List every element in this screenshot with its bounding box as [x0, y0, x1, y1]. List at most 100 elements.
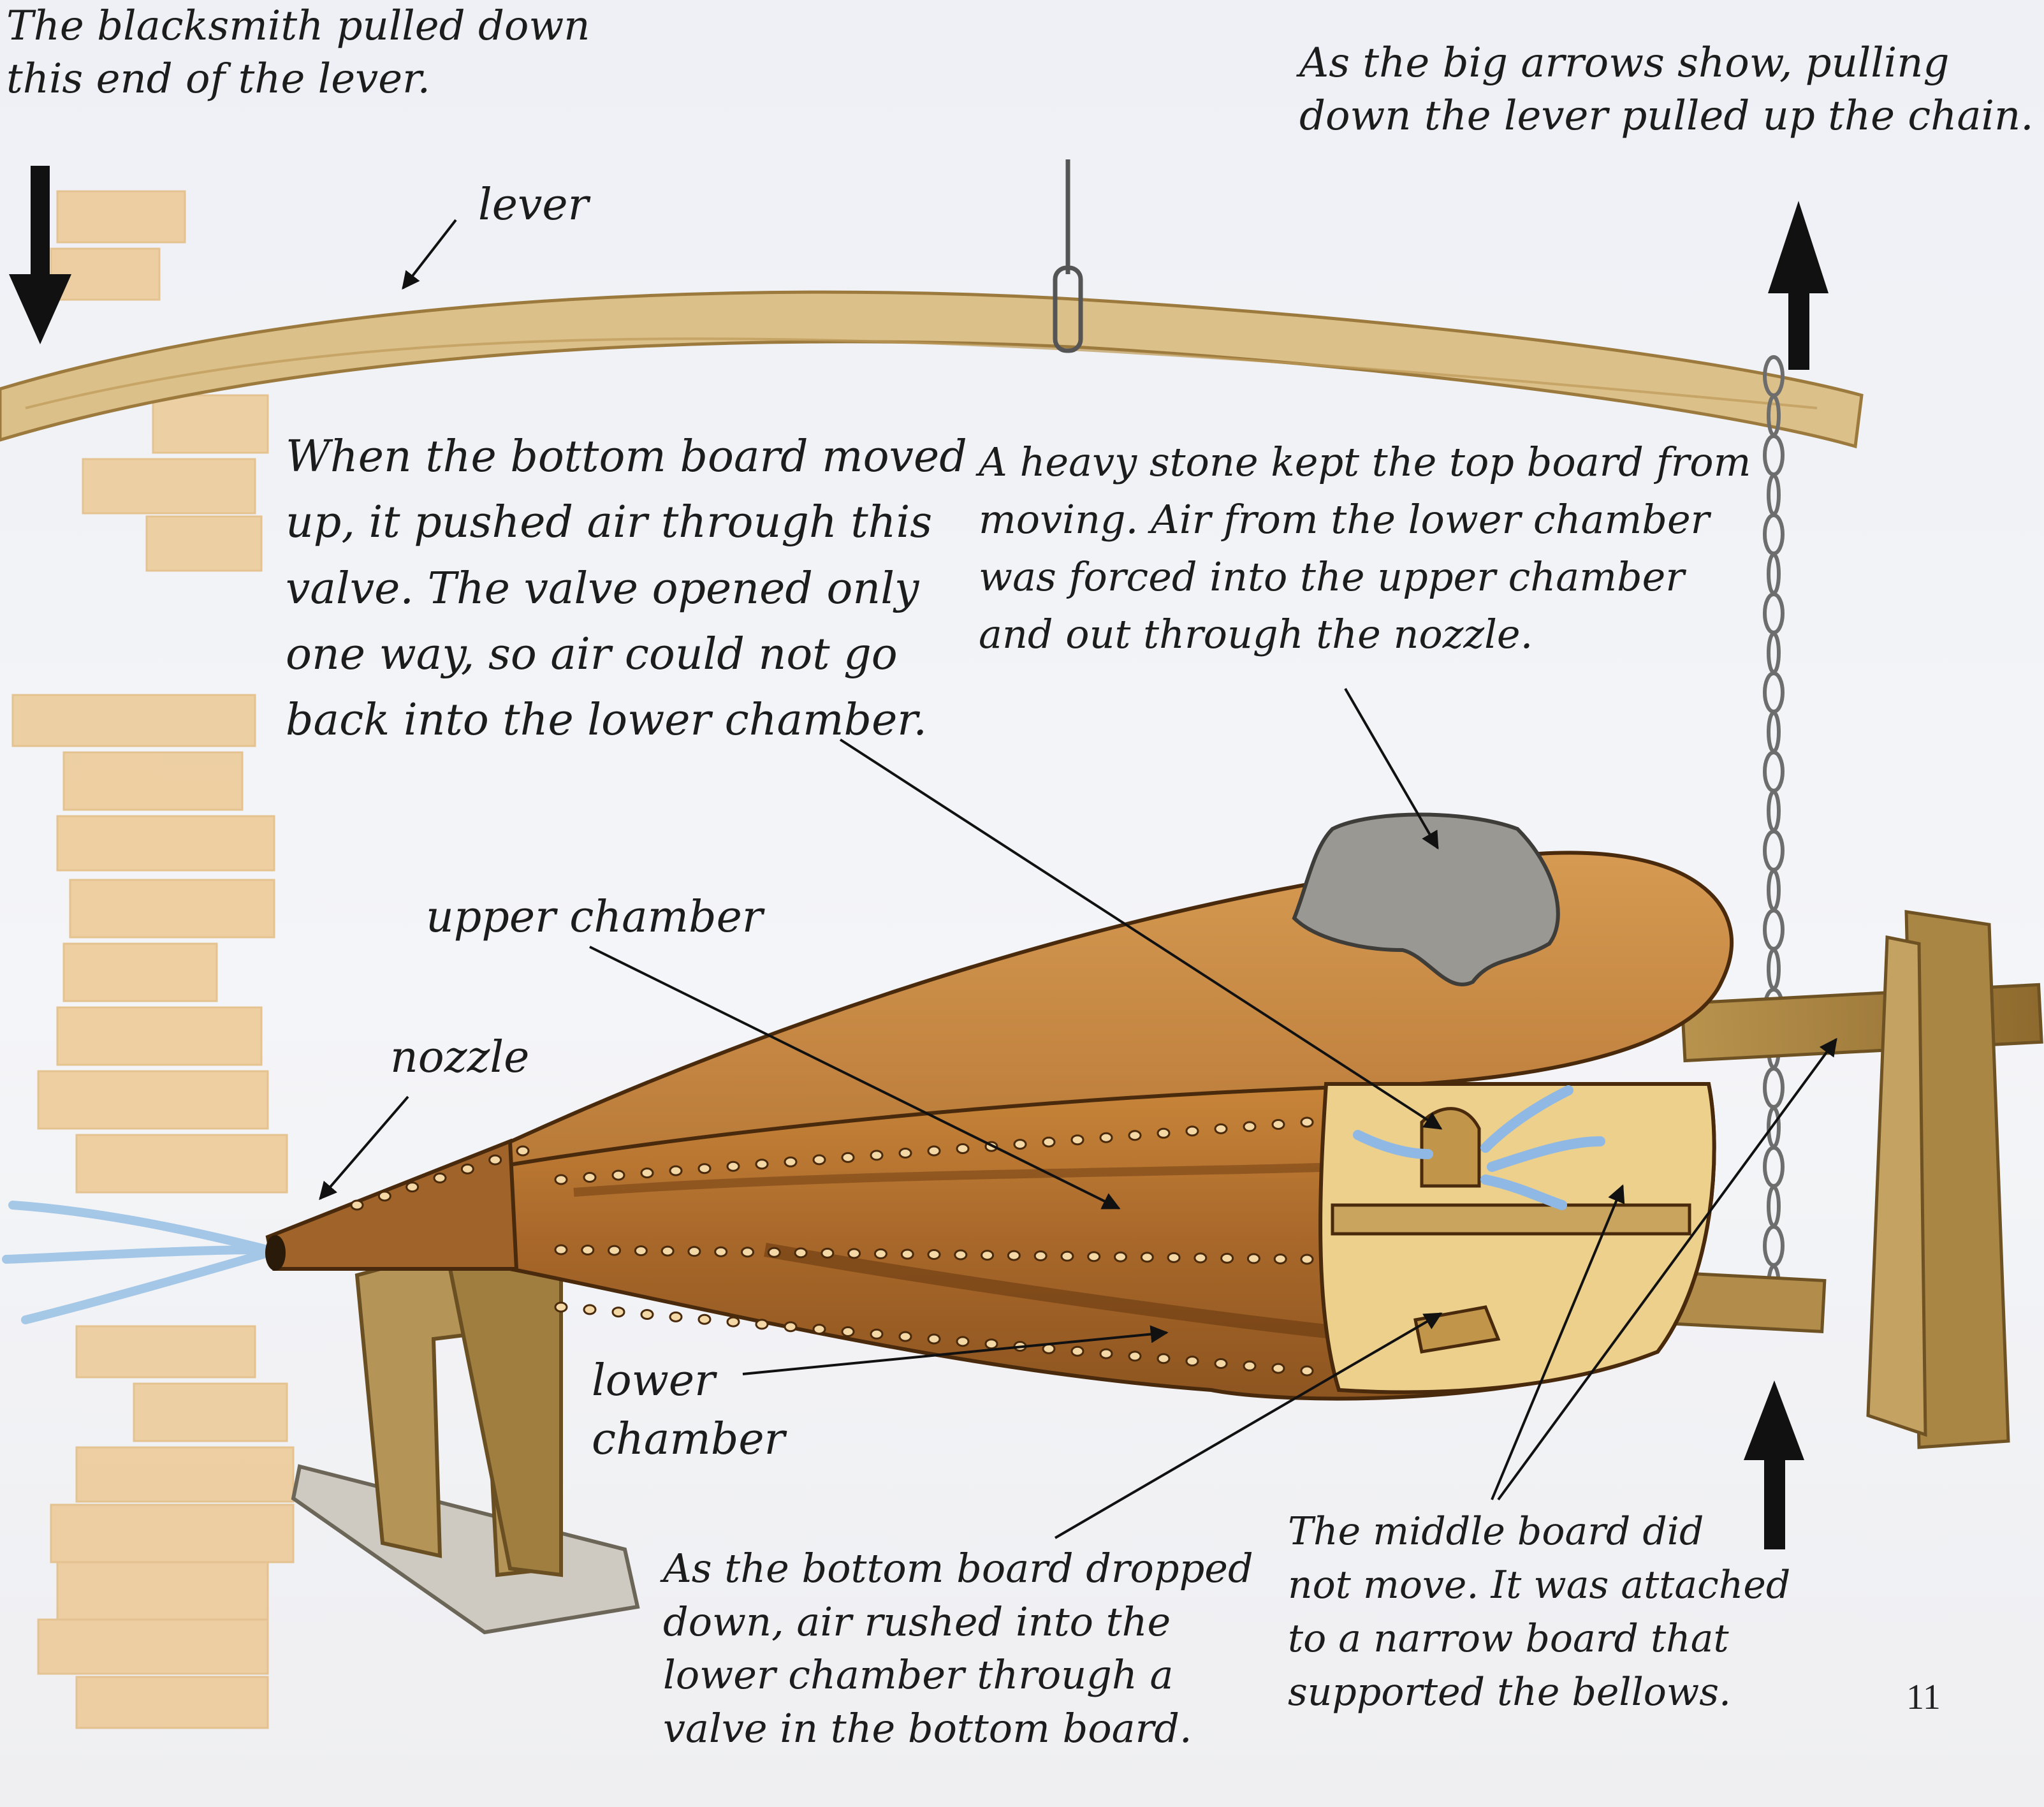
rivet	[687, 1246, 701, 1257]
chain-link	[1767, 1185, 1781, 1227]
air-blast	[2, 1201, 272, 1324]
rivet	[634, 1245, 648, 1257]
caption-line: this end of the lever.	[6, 55, 430, 103]
rivet	[1167, 1252, 1181, 1263]
caption-bottom-board-up: When the bottom board moved up, it pushe…	[286, 424, 967, 754]
caption-line: The middle board did	[1288, 1509, 1704, 1554]
rivet	[870, 1150, 884, 1161]
label-nozzle: nozzle	[390, 1032, 530, 1083]
chain-link	[1763, 750, 1785, 793]
caption-line: down, air rushed into the	[663, 1598, 1171, 1645]
rivet	[1013, 1139, 1027, 1150]
rivet	[460, 1163, 474, 1174]
caption-line: back into the lower chamber.	[286, 695, 927, 746]
label-lower-chamber: lower chamber	[592, 1352, 785, 1469]
caption-heavy-stone: A heavy stone kept the top board from mo…	[979, 434, 1751, 663]
label-line: chamber	[592, 1414, 785, 1465]
rivet	[812, 1324, 826, 1335]
rivet	[841, 1152, 855, 1163]
rivet	[661, 1245, 675, 1257]
up-arrow-right-top	[1768, 201, 1829, 370]
rivet	[1300, 1116, 1314, 1128]
up-arrow-right-bottom	[1744, 1380, 1804, 1549]
rivet	[870, 1328, 884, 1340]
rivet	[554, 1244, 568, 1255]
rivet	[1099, 1348, 1113, 1359]
caption-line: valve in the bottom board.	[663, 1705, 1192, 1752]
rivet	[516, 1145, 530, 1157]
rivet	[847, 1248, 861, 1259]
chain-link	[1763, 909, 1785, 951]
rivet	[697, 1313, 712, 1325]
caption-line: The blacksmith pulled down	[6, 3, 590, 50]
rivet	[405, 1182, 420, 1193]
rivet	[669, 1165, 683, 1176]
caption-line: lower chamber through a	[663, 1651, 1174, 1699]
caption-line: A heavy stone kept the top board from	[979, 439, 1751, 485]
rivet	[794, 1247, 808, 1259]
label-lever: lever	[478, 180, 589, 230]
chain	[1763, 355, 1785, 1306]
caption-line: to a narrow board that	[1288, 1616, 1729, 1661]
rivet	[1271, 1363, 1285, 1374]
caption-line: moving. Air from the lower chamber	[979, 495, 1710, 543]
rivet	[1157, 1127, 1171, 1139]
chain-link	[1763, 1067, 1785, 1109]
chain-link	[1767, 711, 1781, 753]
rivet	[1300, 1365, 1314, 1377]
pivot-hook	[1053, 159, 1083, 353]
rivet	[981, 1250, 995, 1261]
caption-bottom-board-down: As the bottom board dropped down, air ru…	[663, 1542, 1253, 1755]
rivet	[873, 1248, 887, 1259]
chain-link	[1763, 830, 1785, 872]
chain-link	[1763, 1225, 1785, 1267]
rivet	[900, 1248, 914, 1260]
chain-link	[1767, 474, 1781, 516]
caption-line: supported the bellows.	[1288, 1670, 1732, 1715]
rivet	[984, 1338, 998, 1350]
rivet	[1185, 1125, 1199, 1137]
rivet	[1099, 1132, 1113, 1143]
rivet	[583, 1304, 597, 1315]
rivet	[1220, 1252, 1234, 1264]
leader-lines	[319, 219, 1837, 1539]
rivet	[1033, 1250, 1048, 1262]
bellows-body	[265, 851, 1734, 1401]
support-post	[1642, 910, 2043, 1449]
rivet	[581, 1245, 595, 1256]
rivet	[767, 1247, 781, 1258]
rivet	[927, 1333, 941, 1345]
rivet	[611, 1169, 625, 1181]
rivet	[1214, 1123, 1228, 1134]
rivet	[1246, 1253, 1260, 1264]
chain-link	[1763, 513, 1785, 555]
chain-link	[1763, 1146, 1785, 1188]
rivet	[927, 1145, 941, 1157]
rivet	[1157, 1353, 1171, 1364]
rivet	[1271, 1118, 1285, 1130]
caption-line: As the big arrows show, pulling	[1299, 40, 1950, 87]
rivet	[956, 1143, 970, 1155]
rivet	[784, 1321, 798, 1333]
caption-line: and out through the nozzle.	[979, 610, 1533, 657]
rivet	[611, 1306, 625, 1318]
rivet	[640, 1167, 654, 1179]
chain-link	[1763, 671, 1785, 713]
caption-line: down the lever pulled up the chain.	[1299, 92, 2034, 140]
chain-link	[1767, 948, 1781, 990]
stone	[1292, 812, 1560, 987]
rivet	[1300, 1254, 1314, 1265]
nozzle-stand	[291, 1228, 640, 1635]
rivet	[608, 1245, 622, 1256]
chain-link	[1767, 790, 1781, 832]
rivet	[488, 1154, 502, 1166]
rivet	[714, 1246, 728, 1257]
label-upper-chamber: upper chamber	[426, 892, 763, 942]
caption-line: When the bottom board moved	[286, 432, 967, 482]
rivet	[1114, 1251, 1127, 1262]
rivet	[726, 1316, 740, 1328]
rivet	[1194, 1252, 1208, 1264]
rivet	[1243, 1360, 1257, 1372]
